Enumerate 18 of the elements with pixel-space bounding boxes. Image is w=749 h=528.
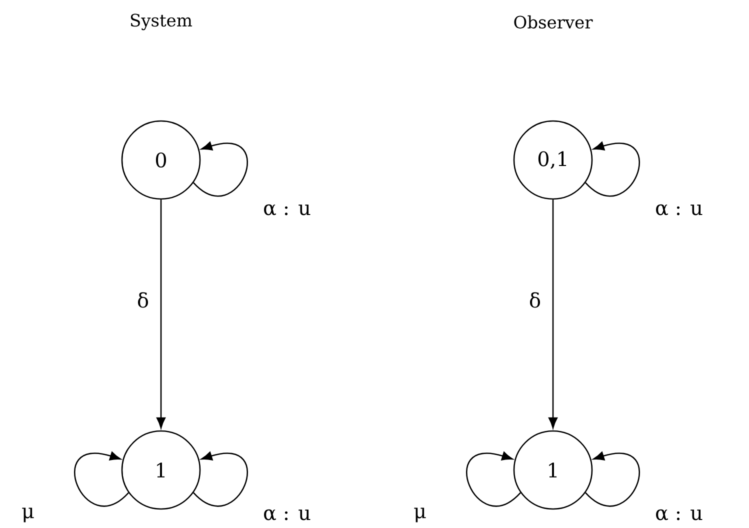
self-loop-arrow [193, 142, 248, 196]
edge-label: δ [136, 291, 150, 309]
edge-label: μ [412, 506, 428, 524]
self-loop-arrow [585, 142, 640, 196]
edge-label: α : u [262, 203, 312, 217]
edge-label: δ [528, 291, 542, 309]
self-loop-arrow [585, 452, 640, 506]
heading: System [130, 14, 192, 30]
transition-arrow [548, 200, 558, 428]
heading: Observer [514, 15, 593, 29]
self-loop-arrow [193, 452, 248, 506]
edge-label: μ [20, 506, 36, 524]
self-loop-arrow [466, 452, 521, 506]
edge-label: α : u [654, 203, 704, 217]
self-loop-arrow [74, 452, 129, 506]
transition-arrow [156, 200, 166, 428]
edge-label: α : u [654, 508, 704, 522]
edge-label: α : u [262, 508, 312, 522]
